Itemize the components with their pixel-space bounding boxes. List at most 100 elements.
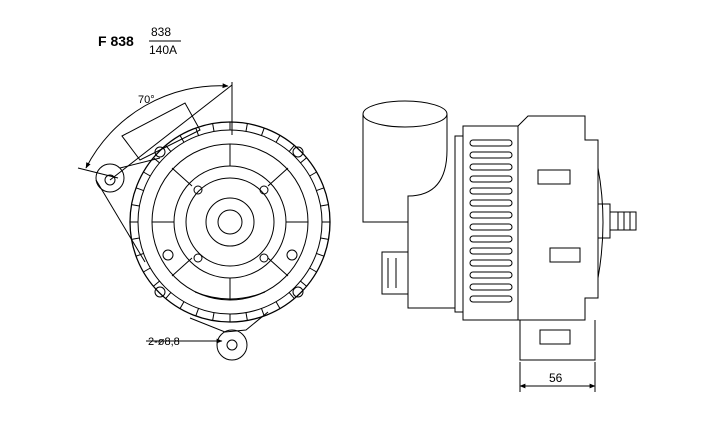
front-view [77, 82, 331, 361]
output-stud [609, 211, 637, 231]
dimension-label: 56 [549, 371, 563, 385]
screw-icon [193, 253, 203, 263]
lower-ear-arm [189, 311, 269, 333]
upper-ear-arm-top [119, 157, 161, 169]
connector-block [381, 251, 409, 295]
side-fin [469, 247, 513, 255]
bolt-icon [154, 286, 166, 298]
fin-line [260, 127, 265, 136]
hub-inner [217, 209, 243, 235]
fin-line [131, 237, 140, 240]
rib-br [267, 257, 289, 277]
side-fin [469, 271, 513, 279]
fin-line [165, 292, 172, 299]
rib-bl [171, 257, 193, 277]
foot-slot [539, 329, 571, 345]
side-view [362, 100, 637, 392]
side-fin [469, 283, 513, 291]
fin-line [143, 171, 151, 177]
side-fin [469, 151, 513, 159]
fin-line [165, 145, 172, 152]
housing-hub-ring [185, 177, 275, 267]
screw-icon [259, 253, 269, 263]
amperage-label: 140A [149, 43, 177, 57]
hole-diameter-label: 2-ø8,8 [148, 336, 180, 348]
fin-line [309, 267, 317, 273]
fin-line [316, 187, 325, 192]
fin-line [260, 308, 265, 317]
model-label: F 838 [98, 33, 134, 49]
side-tab-lower [549, 247, 581, 263]
rib-tl [171, 167, 193, 187]
housing-inner-ring [151, 143, 309, 301]
fin-line [131, 204, 140, 207]
fin-line [143, 267, 151, 273]
side-fin [469, 187, 513, 195]
fin-line [309, 171, 317, 177]
fin-line [153, 157, 160, 164]
side-fin [469, 199, 513, 207]
angle-label: 70° [138, 94, 155, 106]
fin-line [195, 308, 200, 317]
hub-outer [205, 197, 255, 247]
top-bracket [121, 102, 201, 161]
side-fin [469, 163, 513, 171]
side-tab-upper [537, 169, 571, 185]
side-fins [469, 139, 513, 303]
fin-line [245, 312, 248, 321]
fin-line [320, 204, 329, 207]
cylinder-top-ellipse [362, 100, 448, 128]
fin-line [135, 187, 144, 192]
fin-line [179, 301, 185, 309]
side-fin [469, 175, 513, 183]
mounting-foot [519, 320, 596, 361]
bolt-icon [162, 249, 174, 261]
rib-tr [267, 167, 289, 187]
angle-arc [85, 83, 229, 169]
bolt-icon [154, 146, 166, 158]
side-fin [469, 259, 513, 267]
upper-ear-arm [95, 179, 146, 263]
screw-icon [259, 185, 269, 195]
fin-line [212, 123, 215, 132]
fin-line [212, 312, 215, 321]
bolt-icon [292, 286, 304, 298]
side-fin [469, 295, 513, 303]
fin-line [288, 145, 295, 152]
part-number: 838 [151, 25, 171, 39]
fin-line [195, 127, 200, 136]
front-plate [454, 135, 464, 313]
fin-line [135, 252, 144, 257]
lower-mount-hole [226, 339, 238, 351]
fin-line [320, 237, 329, 240]
side-fin [469, 235, 513, 243]
bolt-icon [292, 146, 304, 158]
side-fin [469, 211, 513, 219]
fin-line [300, 157, 307, 164]
side-fin [469, 139, 513, 147]
rear-cap [597, 167, 604, 279]
housing-mid-ring [173, 165, 287, 279]
fin-line [179, 135, 185, 143]
fin-line [288, 292, 295, 299]
bottom-arc [194, 291, 266, 300]
side-fin [469, 223, 513, 231]
body-left-edge [407, 222, 455, 309]
angle-extension-line [77, 167, 119, 179]
upper-mount-hole [104, 174, 116, 186]
stator-housing [462, 125, 519, 321]
output-terminal [597, 203, 611, 239]
fin-line [300, 280, 307, 287]
fin-line [153, 280, 160, 287]
bolt-icon [286, 249, 298, 261]
screw-icon [193, 185, 203, 195]
cylinder-body [362, 114, 448, 223]
fin-line [245, 123, 248, 132]
fin-line [316, 252, 325, 257]
lower-mount-ear [216, 329, 248, 361]
rear-housing [517, 115, 599, 321]
fin-line [275, 135, 281, 143]
cooling-fins [130, 122, 330, 322]
